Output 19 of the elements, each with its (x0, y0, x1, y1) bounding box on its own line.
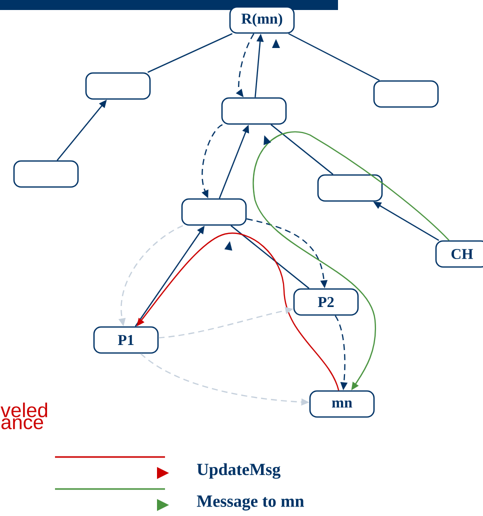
note-text: veled ance (0, 402, 48, 430)
empty-box (85, 72, 151, 100)
empty-box (181, 198, 247, 226)
legend-text: UpdateMsg (197, 463, 280, 479)
node-box: CH (435, 240, 483, 268)
tree-line (270, 124, 334, 175)
tree-line (288, 33, 380, 81)
legend-text: Message to mn (196, 496, 304, 510)
empty-box (13, 160, 79, 188)
empty-box (221, 97, 287, 125)
node-box: P2 (293, 288, 359, 316)
node-box: R(mn) (229, 6, 295, 34)
empty-box (317, 174, 383, 202)
arrow (136, 232, 340, 391)
node-box: mn (309, 390, 375, 418)
tree-line (148, 33, 232, 73)
node-box: P1 (93, 326, 159, 354)
empty-box (373, 80, 439, 108)
tree-line (230, 225, 310, 289)
